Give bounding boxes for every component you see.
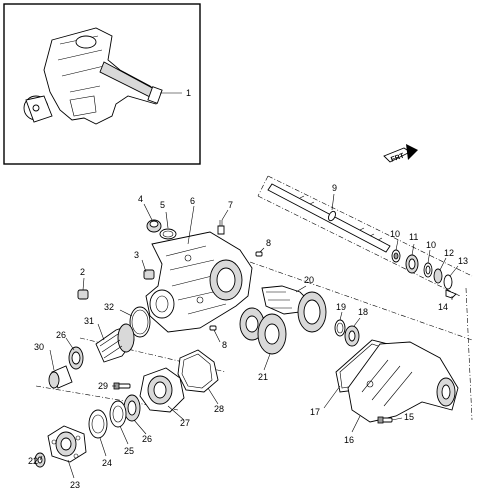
callout-21: 21 xyxy=(258,372,268,382)
callout-3: 3 xyxy=(134,250,139,260)
part-16-rear-case xyxy=(347,341,459,423)
part-13-dust-cover xyxy=(443,274,453,290)
callout-22: 22 xyxy=(28,456,38,466)
part-7-bolt xyxy=(217,220,225,235)
part-6-transfer-case xyxy=(145,231,253,333)
part-15-bolt xyxy=(377,416,393,424)
callout-5: 5 xyxy=(160,200,165,210)
callout-13: 13 xyxy=(458,256,468,266)
callout-2: 2 xyxy=(80,267,85,277)
part-28-gasket xyxy=(177,349,219,393)
front-label: FRT xyxy=(390,152,406,163)
callout-7: 7 xyxy=(228,200,233,210)
callout-10-lower: 10 xyxy=(426,240,436,250)
part-21-double-gear xyxy=(239,307,287,355)
callout-9: 9 xyxy=(332,183,337,193)
part-4-breather xyxy=(146,219,162,233)
part-25-seal xyxy=(109,400,127,428)
assembly-inset: 1 xyxy=(3,3,201,165)
callout-8-lower: 8 xyxy=(222,340,227,350)
part-11-bearing xyxy=(405,254,419,274)
callout-27: 27 xyxy=(180,418,190,428)
callout-12: 12 xyxy=(444,248,454,258)
callout-14: 14 xyxy=(438,302,448,312)
part-26-bearing-lower xyxy=(123,394,141,422)
callout-30: 30 xyxy=(34,342,44,352)
part-10-collar xyxy=(391,249,401,263)
callout-28: 28 xyxy=(214,404,224,414)
part-24-dust-shield xyxy=(88,409,108,439)
callout-31: 31 xyxy=(84,316,94,326)
callout-26-upper: 26 xyxy=(56,330,66,340)
callout-29: 29 xyxy=(98,381,108,391)
callout-25: 25 xyxy=(124,446,134,456)
callout-10-upper: 10 xyxy=(390,229,400,239)
part-3-plug xyxy=(143,269,155,280)
callout-labels: 2 3 4 5 6 7 8 8 9 10 11 10 12 13 14 15 1… xyxy=(28,183,468,490)
part-8-dowel-lower xyxy=(209,325,217,331)
part-20-driven-gear xyxy=(261,285,327,333)
callout-16: 16 xyxy=(344,435,354,445)
callout-23: 23 xyxy=(70,480,80,490)
part-23-flange xyxy=(47,425,87,463)
callout-11: 11 xyxy=(409,232,418,242)
part-14-clip xyxy=(445,289,457,299)
arrow-right-icon xyxy=(406,144,418,160)
part-9-shaft xyxy=(267,183,391,253)
part-32-o-ring xyxy=(129,306,151,338)
part-5-gasket xyxy=(159,228,177,240)
part-26-bearing-upper xyxy=(68,346,84,370)
callout-32: 32 xyxy=(104,302,114,312)
part-19-snap-ring xyxy=(334,319,346,337)
front-direction-marker: FRT xyxy=(383,144,418,164)
part-8-dowel-upper xyxy=(255,251,263,257)
part-10-snap-ring xyxy=(423,262,433,278)
part-30-sleeve xyxy=(48,365,73,389)
leader-lines xyxy=(39,193,459,479)
callout-1: 1 xyxy=(186,88,191,98)
callout-17: 17 xyxy=(310,407,320,417)
assembled-unit-drawing xyxy=(23,27,163,125)
callout-15: 15 xyxy=(404,412,414,422)
callout-4: 4 xyxy=(138,194,143,204)
callout-20: 20 xyxy=(304,275,314,285)
callout-8-upper: 8 xyxy=(266,238,271,248)
callout-26-lower: 26 xyxy=(142,434,152,444)
callout-18: 18 xyxy=(358,307,368,317)
part-18-bearing xyxy=(344,325,360,347)
part-12-oil-seal xyxy=(433,268,443,284)
part-31-input-gear xyxy=(95,323,135,363)
part-27-housing xyxy=(139,367,185,413)
callout-24: 24 xyxy=(102,458,112,468)
callout-19: 19 xyxy=(336,302,346,312)
part-29-bolt xyxy=(113,382,131,390)
part-2-plug xyxy=(77,289,89,300)
callout-6: 6 xyxy=(190,196,195,206)
